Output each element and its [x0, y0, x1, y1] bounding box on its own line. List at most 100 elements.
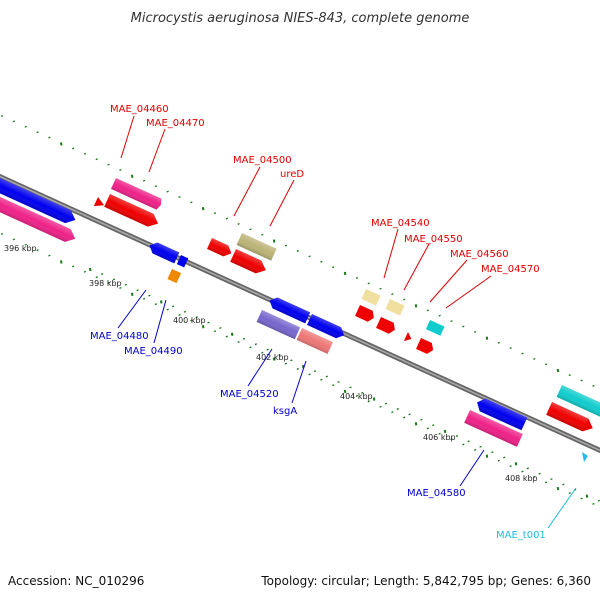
scale-tick [568, 374, 571, 377]
scale-tick [526, 467, 530, 470]
scale-tick [24, 243, 27, 246]
scale-tick [107, 163, 110, 166]
gene-arrow[interactable] [403, 332, 414, 344]
gene-arrow[interactable] [556, 385, 600, 418]
scale-tick [237, 340, 240, 343]
scale-tick [372, 397, 376, 401]
gene-label-mae04500[interactable]: MAE_04500 [233, 155, 292, 166]
gene-label-mae04480[interactable]: MAE_04480 [90, 331, 149, 342]
scale-tick [414, 304, 418, 308]
scale-tick [242, 337, 246, 340]
scale-tick [349, 386, 352, 389]
scale-label-396: 396 kbp [4, 244, 37, 253]
gene-arrow[interactable] [236, 233, 277, 261]
topology-text: Topology: circular; Length: 5,842,795 bp… [260, 574, 591, 588]
scale-tick [130, 174, 134, 178]
gene-label-mae04540[interactable]: MAE_04540 [371, 218, 430, 229]
gene-label-ksga[interactable]: ksgA [273, 406, 297, 417]
scale-tick [278, 353, 281, 356]
scale-tick [178, 195, 181, 198]
scale-tick [462, 325, 465, 328]
gene-arrow[interactable] [0, 196, 78, 245]
scale-tick [550, 478, 553, 481]
scale-tick [178, 313, 181, 316]
leader-lines [117, 115, 577, 529]
scale-tick [95, 158, 98, 161]
scale-tick [83, 152, 87, 155]
scale-tick [485, 336, 489, 340]
scale-tick [36, 249, 39, 252]
gene-arrow[interactable] [385, 299, 405, 316]
gene-label-mae04550[interactable]: MAE_04550 [404, 234, 463, 245]
scale-tick [213, 330, 217, 333]
gene-label-mae04520[interactable]: MAE_04520 [220, 389, 279, 400]
scale-tick [308, 373, 311, 376]
scale-tick [296, 367, 299, 370]
scale-tick [195, 316, 198, 319]
scale-tick [171, 305, 175, 308]
scale-tick [332, 384, 335, 387]
scale-tick [384, 402, 388, 405]
gene-label-mae04580[interactable]: MAE_04580 [407, 488, 466, 499]
gene-label-mae04470[interactable]: MAE_04470 [146, 118, 205, 129]
scale-tick [521, 470, 524, 473]
scale-tick [521, 352, 524, 355]
scale-tick [261, 351, 264, 354]
gene-arrow[interactable] [464, 410, 523, 447]
scale-tick [159, 300, 163, 304]
gene-label-mae-t001[interactable]: MAE_t001 [496, 530, 546, 541]
scale-tick [166, 308, 169, 311]
gene-arrow[interactable] [355, 305, 376, 323]
gene-arrow[interactable] [147, 240, 180, 264]
gene-arrow[interactable] [474, 396, 528, 431]
gene-arrow[interactable] [93, 197, 106, 210]
gene-arrow[interactable] [167, 269, 182, 284]
scale-tick [254, 343, 258, 346]
scale-tick [391, 293, 394, 296]
gene-arrow[interactable] [256, 310, 301, 340]
gene-label-mae04460[interactable]: MAE_04460 [110, 104, 169, 115]
gene-arrow[interactable] [176, 255, 189, 268]
gene-label-ured[interactable]: ureD [280, 169, 304, 180]
gene-arrow[interactable] [104, 194, 161, 230]
scale-tick [190, 201, 193, 204]
gene-arrow[interactable] [207, 238, 234, 259]
scale-tick [585, 494, 589, 498]
scale-tick [443, 429, 447, 434]
gene-label-mae04490[interactable]: MAE_04490 [124, 346, 183, 357]
gene-arrow[interactable] [0, 178, 78, 226]
gene-arrow[interactable] [425, 320, 445, 336]
gene-arrow[interactable] [230, 249, 269, 277]
scale-tick [12, 120, 16, 123]
scale-tick [497, 341, 500, 344]
gene-arrow[interactable] [546, 402, 595, 435]
scale-tick [124, 283, 127, 286]
scale-label-398: 398 kbp [89, 279, 122, 288]
gene-arrow[interactable] [267, 295, 311, 324]
gene-arrow[interactable] [307, 314, 347, 341]
scale-tick [112, 278, 116, 281]
scale-tick [332, 266, 335, 269]
scale-tick [509, 465, 512, 468]
scale-tick [237, 222, 240, 225]
gene-label-mae04560[interactable]: MAE_04560 [450, 249, 509, 260]
gene-label-mae04570[interactable]: MAE_04570 [481, 264, 540, 275]
scale-tick [562, 483, 565, 486]
scale-tick [503, 456, 506, 459]
gene-arrow[interactable] [361, 289, 381, 306]
gene-arrow[interactable] [296, 328, 333, 354]
gene-arrow[interactable] [416, 338, 436, 356]
scale-tick [83, 270, 87, 273]
scale-tick [580, 379, 583, 382]
scale-tick [450, 438, 453, 441]
gene-arrow[interactable] [111, 178, 163, 210]
scale-tick [556, 486, 560, 491]
scale-label-400: 400 kbp [173, 316, 206, 325]
trna-marker[interactable] [582, 452, 588, 462]
scale-tick [509, 347, 512, 350]
gene-arrow[interactable] [376, 317, 397, 335]
scale-tick [533, 475, 536, 478]
scale-label-408: 408 kbp [505, 474, 538, 483]
scale-tick [148, 294, 151, 297]
scale-tick [544, 481, 548, 484]
